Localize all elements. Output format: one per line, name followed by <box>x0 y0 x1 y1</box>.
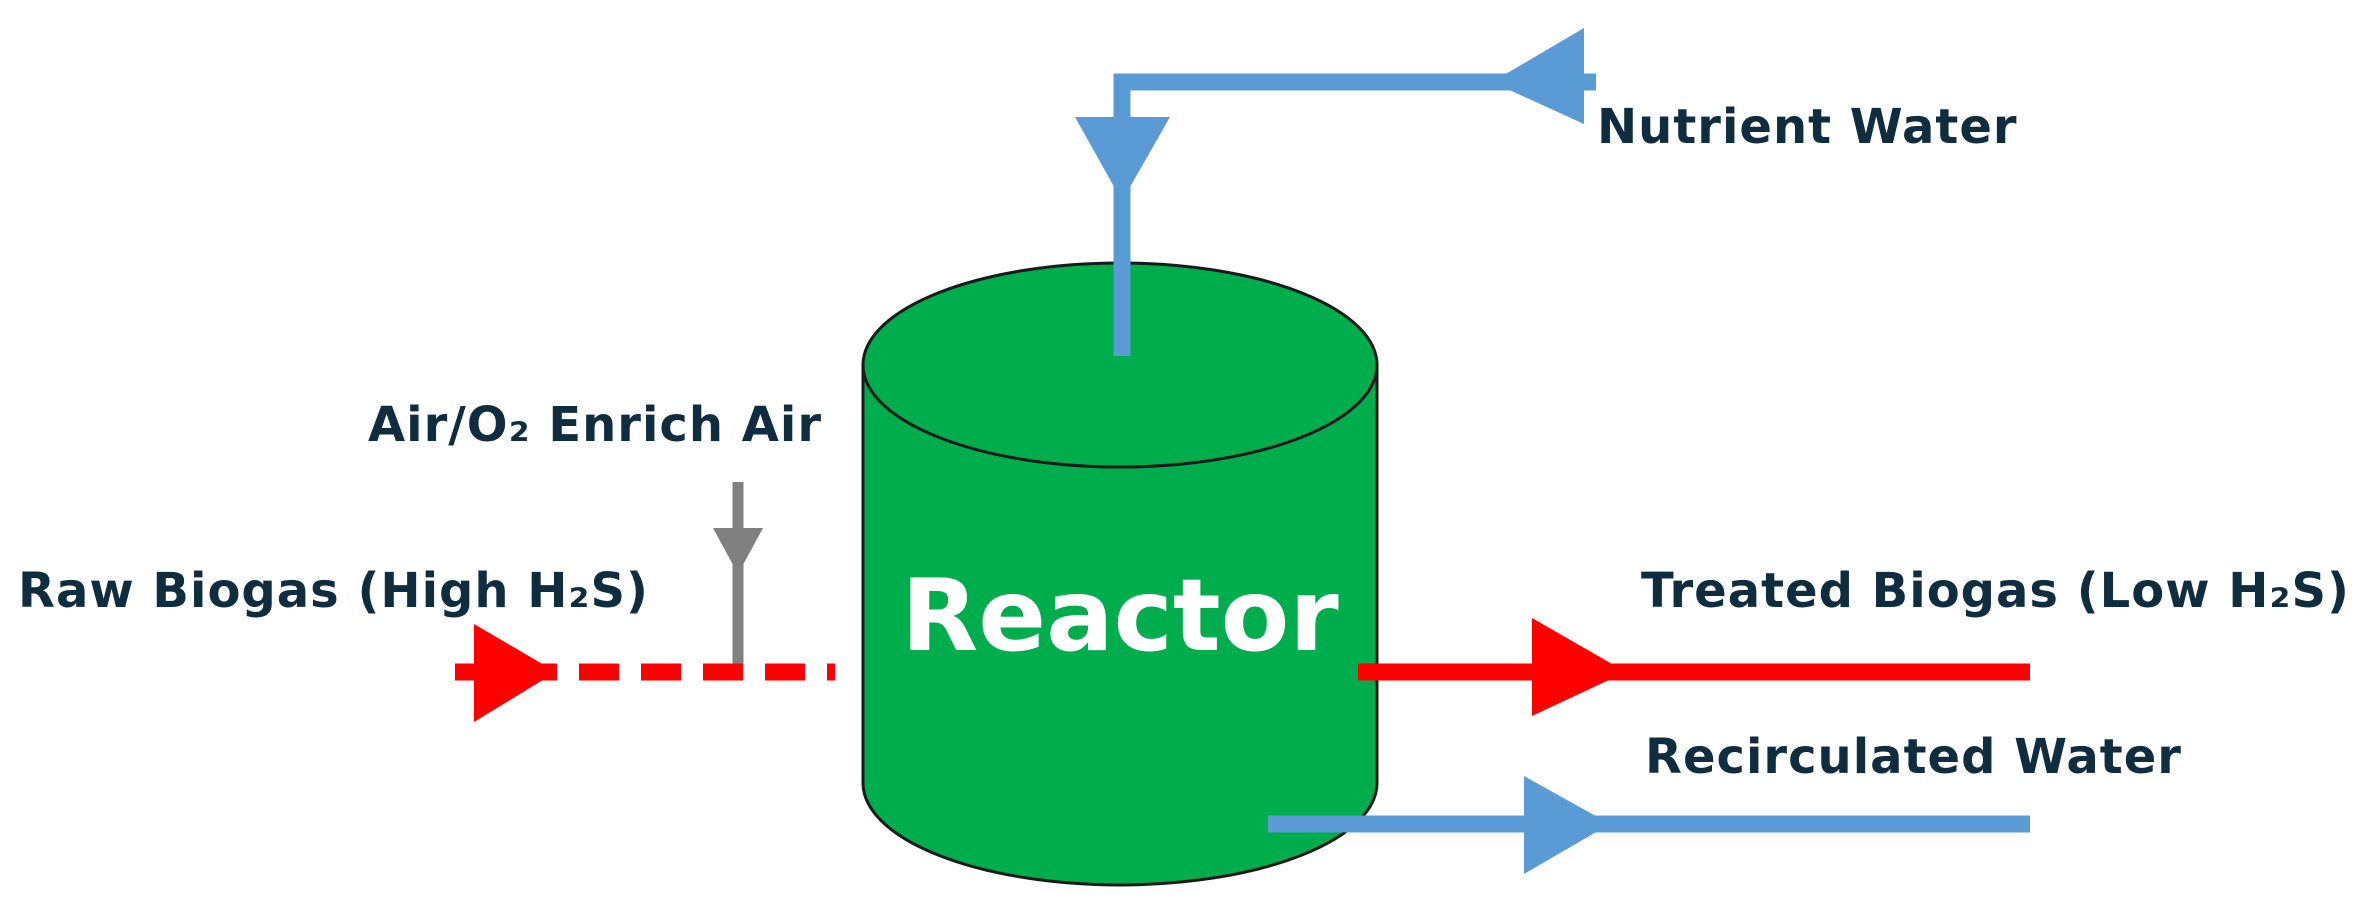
treated-biogas-line <box>1358 618 2030 716</box>
recirculated-water-line <box>1268 776 2030 874</box>
nutrient-water-arrowhead-left <box>1492 28 1584 124</box>
raw-biogas-arrowhead-right <box>474 624 556 722</box>
recirculated-water-label: Recirculated Water <box>1645 729 2182 785</box>
treated-biogas-label: Treated Biogas (Low H₂S) <box>1641 563 2350 619</box>
nutrient-water-pipe <box>1113 73 1596 356</box>
reactor-tank: Reactor <box>861 261 1379 887</box>
air-enrich-arrowhead-down <box>713 528 763 574</box>
nutrient-water-label: Nutrient Water <box>1597 99 2018 155</box>
nutrient-water-line <box>1075 28 1596 356</box>
air-enrich-label: Air/O₂ Enrich Air <box>368 397 822 453</box>
raw-biogas-line <box>455 624 835 722</box>
nutrient-water-arrowhead-down <box>1075 117 1170 201</box>
recirculated-water-arrowhead-right <box>1524 776 1610 874</box>
treated-biogas-arrowhead-right <box>1532 618 1626 716</box>
raw-biogas-label: Raw Biogas (High H₂S) <box>18 563 649 619</box>
air-enrich-line <box>713 482 763 664</box>
reactor-label: Reactor <box>901 557 1339 674</box>
